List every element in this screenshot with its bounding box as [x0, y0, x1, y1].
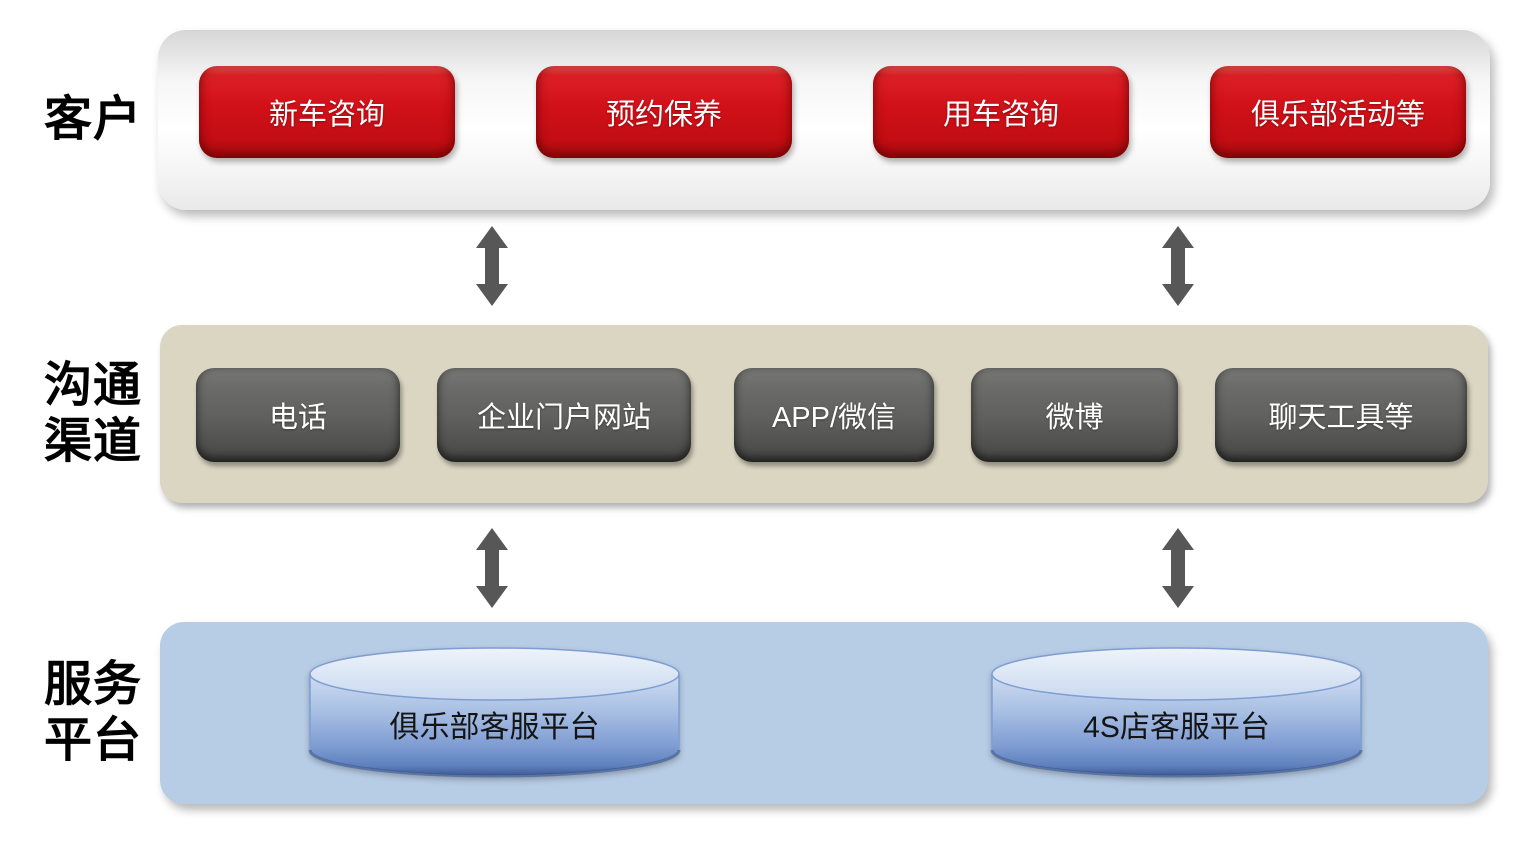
customer-node-maintenance-booking: 预约保养: [536, 66, 792, 158]
platform-label-4s-store-service: 4S店客服平台: [1083, 711, 1270, 744]
double-arrow-icon: [476, 226, 508, 306]
row-label-platforms: 服务 平台: [44, 658, 143, 767]
customer-node-new-car-inquiry: 新车咨询: [199, 66, 455, 158]
row-label-channels: 沟通 渠道: [44, 359, 143, 468]
database-cylinder-icon: [308, 647, 681, 778]
customer-node-club-activities: 俱乐部活动等: [1210, 66, 1466, 158]
channel-node-app-wechat: APP/微信: [734, 368, 934, 462]
channel-node-portal-website: 企业门户网站: [437, 368, 691, 462]
platform-cylinder-4s-store-service: 4S店客服平台: [990, 646, 1363, 778]
customer-node-car-use-inquiry: 用车咨询: [873, 66, 1129, 158]
channel-node-chat-tools: 聊天工具等: [1215, 368, 1467, 462]
double-arrow-icon: [476, 528, 508, 608]
platform-cylinder-club-service: 俱乐部客服平台: [308, 646, 681, 778]
row-label-customers: 客户: [44, 93, 143, 147]
channel-node-phone: 电话: [196, 368, 400, 462]
channel-node-weibo: 微博: [971, 368, 1178, 462]
database-cylinder-icon: [990, 647, 1363, 778]
double-arrow-icon: [1162, 528, 1194, 608]
platform-label-club-service: 俱乐部客服平台: [389, 711, 600, 744]
double-arrow-icon: [1162, 226, 1194, 306]
